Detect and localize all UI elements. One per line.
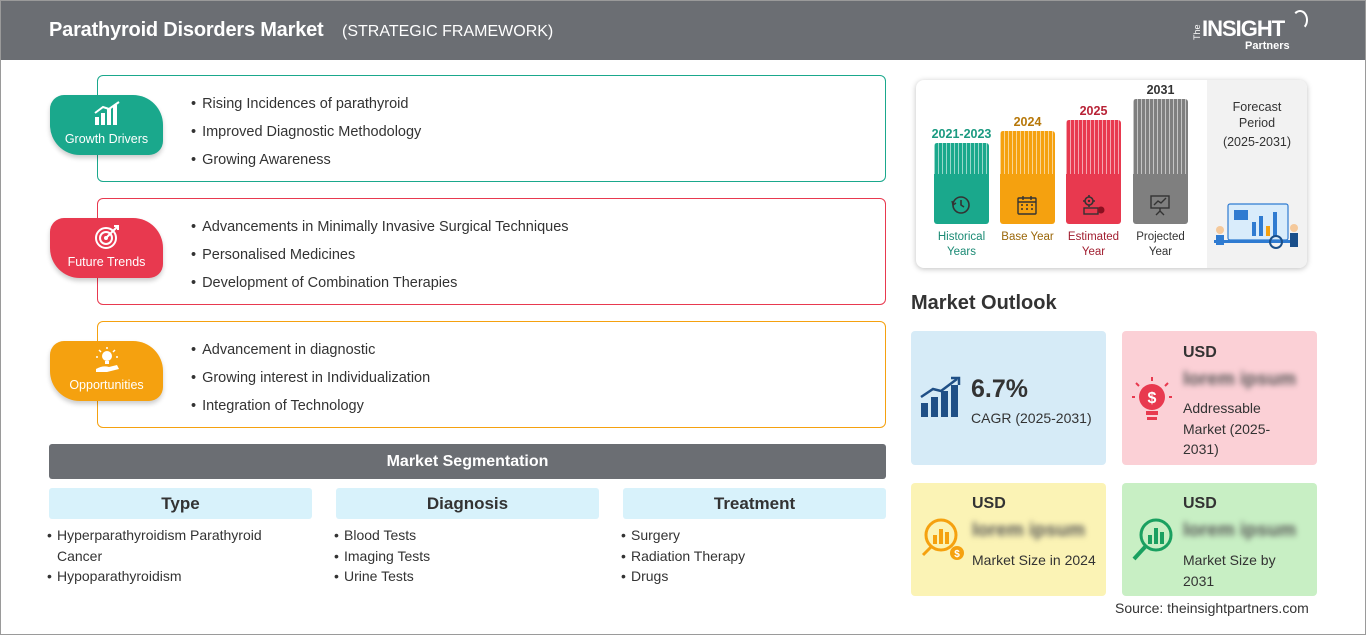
framework-box-opportunities: Advancement in diagnosticGrowing interes… xyxy=(97,321,886,428)
timeline-label: Base Year xyxy=(1001,231,1054,243)
bar-stripes xyxy=(1133,99,1188,174)
segment-list-diagnosis: Blood Tests Imaging Tests Urine Tests xyxy=(334,525,584,587)
size-2031-usd: USD xyxy=(1183,495,1217,512)
size-2031-label: Market Size by 2031 xyxy=(1183,552,1276,589)
list-item: Growing Awareness xyxy=(191,151,421,179)
svg-text:$: $ xyxy=(1148,390,1157,407)
size-2024-usd: USD xyxy=(972,495,1006,512)
segmentation-title: Market Segmentation xyxy=(49,444,886,479)
badge-growth-drivers: Growth Drivers xyxy=(50,95,163,155)
badge-label: Growth Drivers xyxy=(64,132,149,146)
list-item: Imaging Tests xyxy=(334,546,584,567)
gears-icon xyxy=(1081,193,1107,222)
forecast-title: Forecast Period xyxy=(1232,100,1282,130)
framework-list: Advancements in Minimally Invasive Surgi… xyxy=(191,218,569,302)
timeline-bar xyxy=(934,143,989,224)
bar-stripes xyxy=(1066,120,1121,174)
timeline-year: 2024 xyxy=(1013,115,1042,129)
list-item: Urine Tests xyxy=(334,566,584,587)
badge-label: Opportunities xyxy=(69,378,144,392)
history-clock-icon xyxy=(949,193,973,222)
analyst-dashboard-icon xyxy=(1214,203,1298,249)
list-item: Development of Combination Therapies xyxy=(191,274,569,302)
page-subtitle: (STRATEGIC FRAMEWORK) xyxy=(342,23,554,40)
bar-stripes xyxy=(1000,131,1055,174)
segment-head-type: Type xyxy=(49,488,312,519)
dollar-bulb-icon: $ xyxy=(1132,377,1172,420)
framework-list: Rising Incidences of parathyroidImproved… xyxy=(191,95,421,179)
timeline-year: 2021-2023 xyxy=(931,127,992,141)
logo-the: The xyxy=(1192,24,1202,40)
size-2024-label: Market Size in 2024 xyxy=(972,552,1096,568)
list-item: Advancements in Minimally Invasive Surgi… xyxy=(191,218,568,246)
page-title: Parathyroid Disorders Market xyxy=(49,19,324,41)
list-item: Improved Diagnostic Methodology xyxy=(191,123,421,151)
badge-label: Future Trends xyxy=(67,255,146,269)
list-item: Hypoparathyroidism xyxy=(47,566,297,587)
logo-arc-icon xyxy=(1292,10,1308,30)
list-item: Integration of Technology xyxy=(191,397,430,425)
cagr-label: CAGR (2025-2031) xyxy=(971,410,1092,426)
badge-future-trends: Future Trends xyxy=(50,218,163,278)
list-item: Hyperparathyroidism Parathyroid Cancer xyxy=(47,525,297,566)
logo-partners: Partners xyxy=(1245,40,1290,52)
bar-stripes xyxy=(934,143,989,174)
bar-growth-icon xyxy=(920,376,961,417)
svg-text:$: $ xyxy=(954,549,960,560)
forecast-range: (2025-2031) xyxy=(1222,135,1292,149)
header-bar: Parathyroid Disorders Market (STRATEGIC … xyxy=(0,0,1366,60)
framework-box-growth-drivers: Rising Incidences of parathyroidImproved… xyxy=(97,75,886,182)
cagr-card: 6.7% CAGR (2025-2031) xyxy=(911,331,1106,465)
coins-chart-icon: $ xyxy=(921,518,964,560)
addressable-market-card: $ USD lorem ipsum Addressable Market (20… xyxy=(1122,331,1317,465)
forecast-period: Forecast Period (2025-2031) xyxy=(1212,99,1302,150)
list-item: Rising Incidences of parathyroid xyxy=(191,95,421,123)
list-item: Growing interest in Individualization xyxy=(191,369,430,397)
list-item: Radiation Therapy xyxy=(621,546,871,567)
framework-box-future-trends: Advancements in Minimally Invasive Surgi… xyxy=(97,198,886,305)
timeline-year: 2025 xyxy=(1079,104,1108,118)
market-outlook-title: Market Outlook xyxy=(911,292,1057,314)
list-item: Drugs xyxy=(621,566,871,587)
source-note: Source: theinsightpartners.com xyxy=(1115,600,1309,616)
timeline-bar xyxy=(1066,120,1121,224)
timeline-bar xyxy=(1133,99,1188,224)
timeline-year: 2031 xyxy=(1146,83,1175,97)
segment-list-treatment: Surgery Radiation Therapy Drugs xyxy=(621,525,871,587)
addressable-usd: USD xyxy=(1183,344,1217,361)
list-item: Personalised Medicines xyxy=(191,246,569,274)
timeline-bar xyxy=(1000,131,1055,224)
size-2024-value: lorem ipsum xyxy=(972,520,1085,541)
segment-head-diagnosis: Diagnosis xyxy=(336,488,599,519)
addressable-label: Addressable Market (2025-2031) xyxy=(1183,400,1271,457)
timeline-label: Estimated Year xyxy=(1067,231,1120,258)
list-item: Advancement in diagnostic xyxy=(191,341,430,369)
calendar-icon xyxy=(1015,193,1039,222)
size-2031-value: lorem ipsum xyxy=(1183,520,1296,541)
magnifier-bars-icon xyxy=(1132,518,1173,561)
segment-head-treatment: Treatment xyxy=(623,488,886,519)
list-item: Blood Tests xyxy=(334,525,584,546)
timeline-label: Projected Year xyxy=(1136,231,1185,258)
addressable-value: lorem ipsum xyxy=(1183,369,1296,390)
list-item: Surgery xyxy=(621,525,871,546)
segment-list-type: Hyperparathyroidism Parathyroid Cancer H… xyxy=(47,525,297,587)
insight-partners-logo[interactable]: The INSIGHT Partners xyxy=(1190,10,1310,54)
badge-opportunities: Opportunities xyxy=(50,341,163,401)
market-size-2024-card: $ USD lorem ipsum Market Size in 2024 xyxy=(911,483,1106,596)
cagr-value: 6.7% xyxy=(971,375,1028,403)
logo-main: INSIGHT xyxy=(1202,16,1285,41)
market-size-2031-card: USD lorem ipsum Market Size by 2031 xyxy=(1122,483,1317,596)
framework-list: Advancement in diagnosticGrowing interes… xyxy=(191,341,430,425)
timeline-label: Historical Years xyxy=(937,231,986,258)
presentation-icon xyxy=(1148,193,1172,222)
